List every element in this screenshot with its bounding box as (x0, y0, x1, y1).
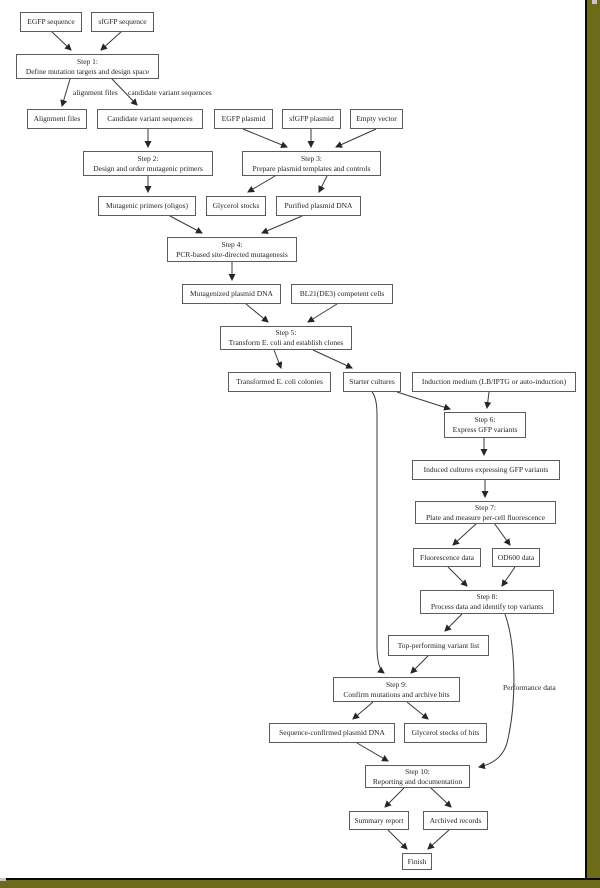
node-mutagenized-plasmid-dna: Mutagenized plasmid DNA (182, 284, 281, 304)
edge-step7-to-od600 (493, 522, 511, 546)
edge-step3-to-purified-dna (318, 175, 328, 193)
node-alignment-files: Alignment files (27, 109, 87, 129)
node-induced-cultures: Induced cultures expressing GFP variants (412, 460, 560, 480)
node-step-7: Step 7:Plate and measure per-cell fluore… (415, 501, 556, 524)
node-step-6: Step 6:Express GFP variants (444, 412, 526, 438)
edge-label-alignment-files: alignment files (73, 88, 118, 97)
edge-step10-to-summary-report (384, 787, 405, 808)
edge-step5-to-starter-cultures (312, 349, 353, 369)
edge-step1-to-candidate-variants (111, 78, 138, 106)
node-glycerol-stocks: Glycerol stocks (206, 196, 266, 216)
node-step-8: Step 8:Process data and identify top var… (420, 590, 554, 614)
edge-seq-confirmed-to-step10 (356, 742, 389, 762)
node-step-10: Step 10:Reporting and documentation (365, 765, 470, 788)
frame-bottom-band (0, 878, 600, 888)
edge-starter-to-step6 (396, 391, 451, 411)
frame-right-band (585, 0, 600, 888)
edge-mutagenized-dna-to-step5 (245, 303, 269, 323)
edge-fluorescence-to-step8 (447, 566, 468, 587)
edge-step3-to-glycerol-stocks (247, 175, 276, 193)
edge-od600-to-step8 (501, 566, 516, 587)
node-archived-records: Archived records (423, 811, 488, 830)
node-induction-medium: Induction medium (LB/IPTG or auto-induct… (412, 372, 576, 392)
edge-step1-to-alignment-files (60, 78, 71, 108)
edge-egfp-plasmid-to-step3 (242, 128, 288, 148)
edge-step8-to-step10-performance-data (477, 613, 515, 770)
node-step-5: Step 5:Transform E. coli and establish c… (220, 326, 352, 350)
edge-step9-to-glycerol-hits (406, 701, 429, 720)
edge-empty-vector-to-step3 (335, 128, 377, 148)
node-egfp-sequence: EGFP sequence (20, 12, 82, 32)
edge-primers-to-step4 (169, 215, 203, 234)
node-bl21-competent-cells: BL21(DE3) competent cells (291, 284, 393, 304)
node-step-2: Step 2:Design and order mutagenic primer… (83, 151, 213, 176)
node-step-1: Step 1:Define mutation targets and desig… (16, 54, 159, 79)
frame-corner-gray-top-right (592, 0, 597, 4)
edge-purified-dna-to-step4 (261, 215, 303, 234)
edge-top-performing-to-step9 (410, 655, 429, 674)
node-empty-vector: Empty vector (350, 109, 403, 129)
node-sfgfp-sequence: sfGFP sequence (91, 12, 154, 32)
edge-bl21-to-step5 (307, 303, 338, 323)
edge-step8-to-top-performing (444, 613, 463, 632)
edge-egfp-seq-to-step1 (50, 30, 72, 51)
node-top-performing-variant-list: Top-performing variant list (388, 635, 489, 656)
edge-starter-to-step9 (371, 391, 385, 674)
node-candidate-variant-sequences: Candidate variant sequences (97, 109, 203, 129)
node-egfp-plasmid: EGFP plasmid (214, 109, 273, 129)
edge-sfgfp-seq-to-step1 (100, 30, 123, 51)
node-transformed-colonies: Transformed E. coli colonies (228, 372, 331, 392)
edge-step9-to-seq-confirmed (352, 701, 374, 720)
node-finish: Finish (402, 853, 432, 870)
node-step-9: Step 9:Confirm mutations and archive hit… (333, 677, 460, 702)
edge-step10-to-archived-records (430, 787, 452, 808)
edge-summary-to-finish (387, 829, 408, 850)
node-starter-cultures: Starter cultures (343, 372, 401, 392)
node-od600-data: OD600 data (492, 548, 540, 567)
edge-step5-to-transformed-colonies (273, 349, 283, 369)
node-purified-plasmid-dna: Purified plasmid DNA (276, 196, 361, 216)
edge-archived-to-finish (427, 829, 450, 850)
node-fluorescence-data: Fluorescence data (413, 548, 481, 567)
node-step-3: Step 3:Prepare plasmid templates and con… (242, 151, 381, 176)
node-sfgfp-plasmid: sfGFP plasmid (282, 109, 341, 129)
edge-label-candidate-variant-sequences: candidate variant sequences (128, 88, 212, 97)
node-mutagenic-primers: Mutagenic primers (oligos) (98, 196, 196, 216)
node-summary-report: Summary report (349, 811, 409, 830)
edge-induction-medium-to-step6 (484, 391, 492, 410)
node-glycerol-stocks-of-hits: Glycerol stocks of hits (404, 723, 487, 743)
edge-step7-to-fluorescence (452, 522, 478, 546)
edge-label-performance-data: Performance data (503, 683, 556, 692)
node-step-4: Step 4:PCR-based site-directed mutagenes… (167, 237, 297, 262)
node-sequence-confirmed-plasmid-dna: Sequence-confirmed plasmid DNA (269, 723, 395, 743)
frame-corner-gray-bottom-left (0, 878, 6, 881)
